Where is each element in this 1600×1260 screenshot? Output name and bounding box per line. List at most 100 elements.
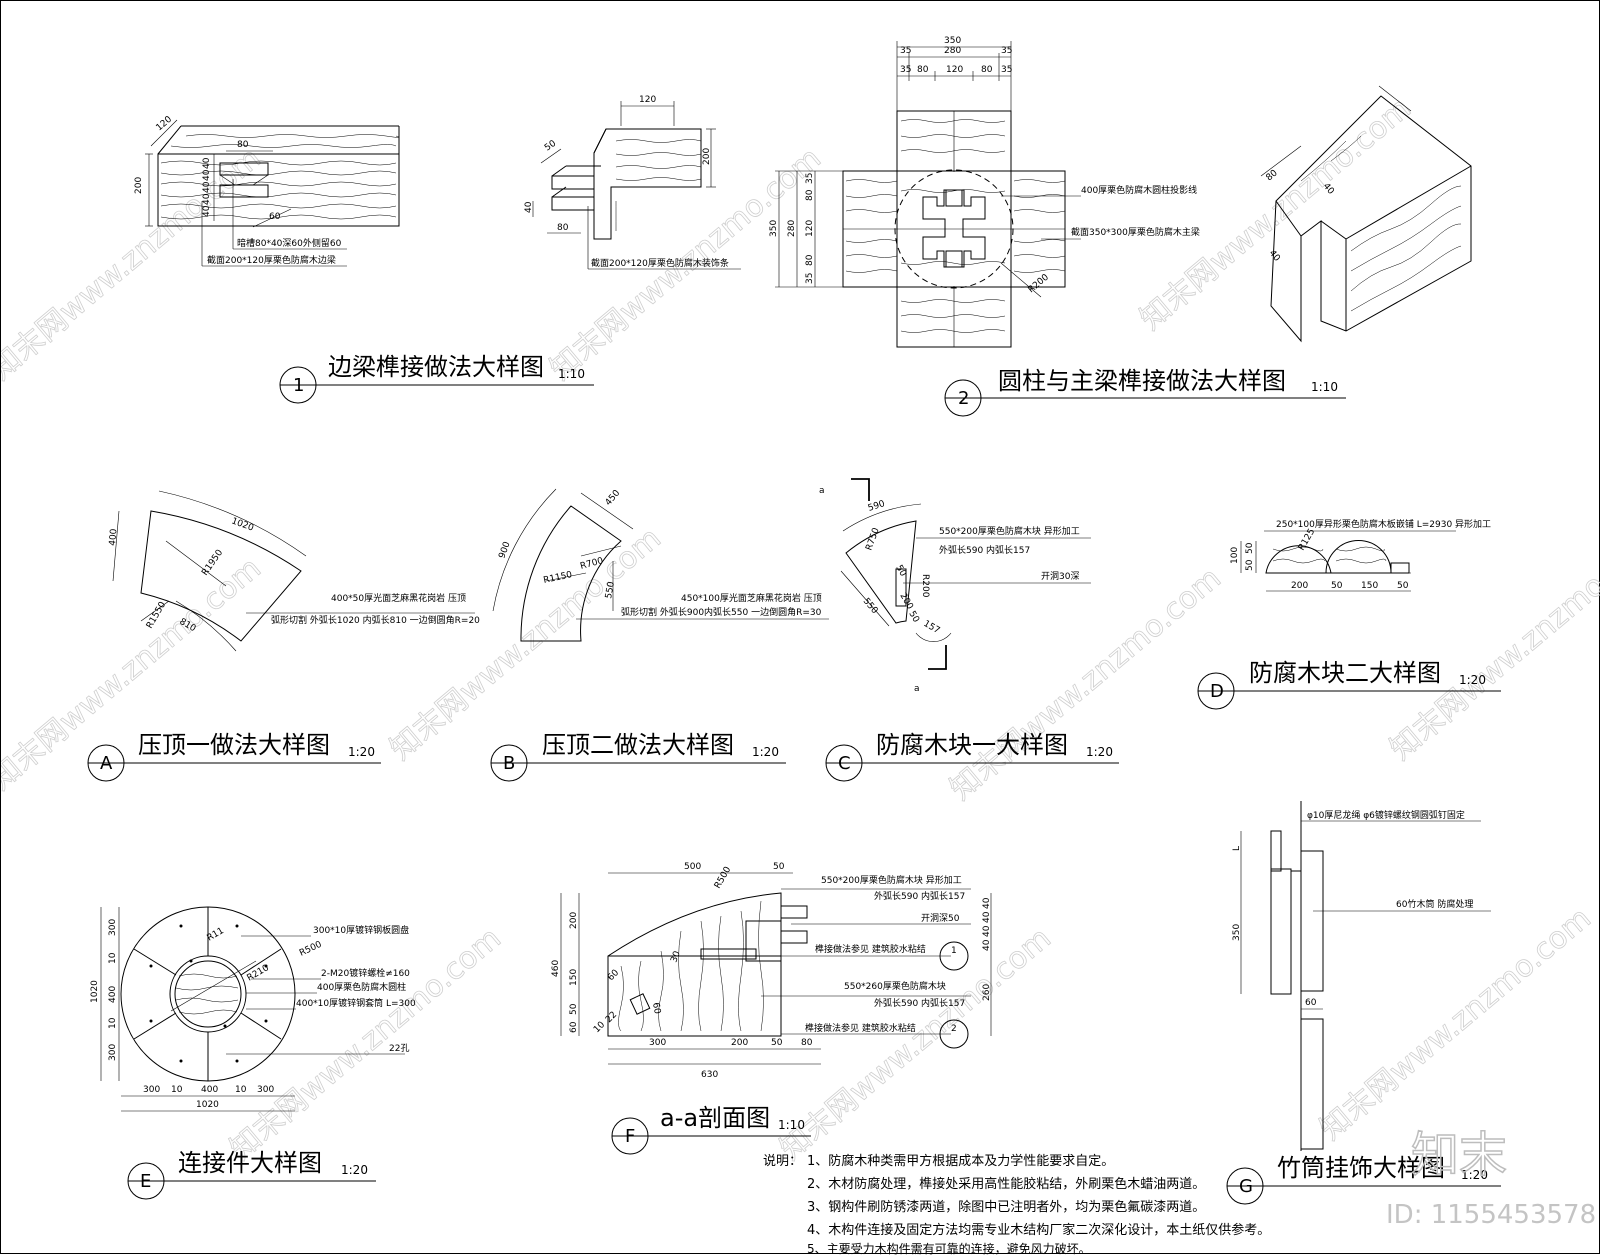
- title-g-scale: 1:20: [1461, 1168, 1488, 1182]
- note-arc-lengths: 外弧长590 内弧长157: [874, 890, 965, 902]
- dim-35: 35: [900, 46, 911, 56]
- note-block-2: 250*100厚异形栗色防腐木板嵌铺 L=2930 异形加工: [1276, 518, 1491, 530]
- title-e-text: 连接件大样图: [178, 1149, 322, 1177]
- title-a-scale: 1:20: [348, 745, 375, 759]
- dim-50: 50: [543, 139, 558, 154]
- dim-150: 150: [569, 969, 579, 986]
- dim-40: 40: [982, 939, 992, 951]
- dim-40: 40: [202, 181, 212, 193]
- dim-350: 350: [944, 36, 961, 46]
- note-coping-1-cut: 弧形切割 外弧长1020 内弧长810 一边倒圆角R=20: [271, 614, 480, 626]
- ref-bubble-2: [939, 1019, 969, 1049]
- dim-60: 60: [269, 212, 281, 222]
- dim-80: 80: [917, 65, 929, 75]
- dim-80: 80: [805, 189, 815, 201]
- dim-300: 300: [143, 1085, 160, 1095]
- dim-200: 200: [897, 592, 914, 612]
- dim-400: 400: [108, 528, 119, 546]
- radius-r200: R200: [920, 574, 930, 598]
- title-b-scale: 1:20: [752, 745, 779, 759]
- ref-2: 2: [951, 1024, 957, 1034]
- dim-900: 900: [497, 540, 512, 560]
- note-item-3: 3、钢构件刷防锈漆两道，除图中已注明者外，均为栗色氟碳漆两道。: [807, 1199, 1205, 1215]
- title-f-scale: 1:10: [778, 1118, 805, 1132]
- dim-50: 50: [906, 610, 921, 625]
- dim-40: 40: [1267, 249, 1282, 264]
- cut-mark-a: a: [914, 684, 920, 694]
- dim-150: 150: [1361, 581, 1378, 591]
- dim-40: 40: [202, 205, 212, 217]
- watermark: 知末网www.znzmo.com: [944, 561, 1228, 807]
- dim-630: 630: [701, 1070, 718, 1080]
- note-timber-column: 400厚栗色防腐木圆柱: [317, 981, 406, 993]
- dim-120: 120: [946, 65, 963, 75]
- note-column-projection: 400厚栗色防腐木圆柱投影线: [1081, 184, 1197, 196]
- dim-40: 40: [982, 925, 992, 937]
- dim-80: 80: [805, 254, 815, 266]
- detail-2: 350 35 280 35 35 80 120 80 35 350 280 35…: [769, 36, 1472, 348]
- cut-mark-a: a: [819, 486, 825, 496]
- radius-r1150: R1150: [543, 570, 574, 586]
- dim-550: 550: [861, 597, 880, 617]
- dim-200: 200: [1291, 581, 1308, 591]
- watermark: 知末网www.znzmo.com: [1, 551, 268, 797]
- dim-10: 10: [171, 1085, 183, 1095]
- title-g: G 竹筒挂饰大样图 1:20: [1226, 1154, 1501, 1205]
- title-c-text: 防腐木块一大样图: [876, 731, 1068, 759]
- detail-g: L 350 60 φ10厚尼龙绳 φ6镀锌螺纹钢圆弧钉固定 60竹木筒 防腐处理: [1232, 801, 1491, 1151]
- note-coping-2: 450*100厚光面芝麻黑花岗岩 压顶: [681, 592, 822, 604]
- dim-100: 100: [1230, 547, 1240, 564]
- note-hole-depth: 开洞深50: [921, 913, 960, 924]
- title-e: E 连接件大样图 1:20: [127, 1149, 376, 1200]
- note-item-4: 4、木构件连接及固定方法均需专业木结构厂家二次深化设计，本土纸仅供参考。: [807, 1222, 1270, 1238]
- note-groove: 暗槽80*40深60外侧留60: [237, 237, 342, 249]
- detail-f: 500 50 R500 460 200 150 50 60 60 30 60 1…: [551, 862, 992, 1080]
- dim-260: 260: [982, 984, 992, 1001]
- dim-50: 50: [1397, 581, 1409, 591]
- title-1-scale: 1:10: [558, 367, 585, 381]
- general-notes: 说明： 1、防腐木种类需甲方根据成本及力学性能要求自定。 2、木材防腐处理，榫接…: [763, 1153, 1270, 1256]
- note-coping-1: 400*50厚光面芝麻黑花岗岩 压顶: [331, 592, 466, 604]
- note-steel-plate: 300*10厚镀锌钢板圆盘: [313, 924, 409, 936]
- dim-1020: 1020: [196, 1100, 219, 1110]
- note-block-550-200: 550*200厚栗色防腐木块 异形加工: [821, 874, 962, 886]
- detail-d: 250*100厚异形栗色防腐木板嵌铺 L=2930 异形加工 R125 100 …: [1230, 518, 1491, 592]
- title-1: 1 边梁榫接做法大样图 1:10: [279, 353, 594, 404]
- detail-c: 590 R750 550 50 200 50 R200 157 a a 550*…: [819, 478, 1091, 694]
- note-arc-lengths-2: 外弧长590 内弧长157: [874, 997, 965, 1009]
- dim-400: 400: [201, 1085, 218, 1095]
- dim-50: 50: [569, 1003, 579, 1015]
- note-joint-ref-2: 榫接做法参见 建筑胶水粘结: [805, 1022, 916, 1034]
- title-d-text: 防腐木块二大样图: [1249, 659, 1441, 687]
- note-deco-strip: 截面200*120厚栗色防腐木装饰条: [591, 257, 729, 269]
- dim-300: 300: [649, 1038, 666, 1048]
- note-item-1: 1、防腐木种类需甲方根据成本及力学性能要求自定。: [807, 1153, 1114, 1169]
- dim-200: 200: [134, 177, 144, 194]
- note-edge-beam-section: 截面200*120厚栗色防腐木边梁: [207, 254, 336, 266]
- title-a-text: 压顶一做法大样图: [138, 731, 330, 759]
- note-nylon-rope: φ10厚尼龙绳 φ6镀锌螺纹钢圆弧钉固定: [1307, 809, 1465, 821]
- dim-400: 400: [108, 986, 118, 1003]
- note-item-2: 2、木材防腐处理，榫接处采用高性能胶粘结，外刷栗色木蜡油两道。: [807, 1176, 1205, 1192]
- title-d-scale: 1:20: [1459, 673, 1486, 687]
- title-c-scale: 1:20: [1086, 745, 1113, 759]
- note-coping-2-cut: 弧形切割 外弧长900内弧长550 一边倒圆角R=30: [621, 606, 822, 618]
- title-e-scale: 1:20: [341, 1163, 368, 1177]
- dim-450: 450: [604, 488, 623, 508]
- title-f-text: a-a剖面图: [660, 1104, 770, 1132]
- dim-40: 40: [202, 157, 212, 169]
- radius-r210: R210: [246, 963, 272, 984]
- title-c: C 防腐木块一大样图 1:20: [825, 731, 1119, 782]
- dim-200: 200: [569, 912, 579, 929]
- dim-35: 35: [1001, 65, 1012, 75]
- title-2-scale: 1:10: [1311, 380, 1338, 394]
- dim-10: 10: [108, 1017, 118, 1029]
- watermark-layer: 知末网www.znzmo.com 知末网www.znzmo.com 知末网www…: [0, 90, 1600, 1167]
- dim-40: 40: [202, 169, 212, 181]
- dim-500: 500: [684, 862, 701, 872]
- dim-50: 50: [1245, 542, 1255, 554]
- dim-10: 10: [592, 1020, 607, 1035]
- title-b-text: 压顶二做法大样图: [542, 731, 734, 759]
- title-a: A 压顶一做法大样图 1:20: [87, 731, 381, 782]
